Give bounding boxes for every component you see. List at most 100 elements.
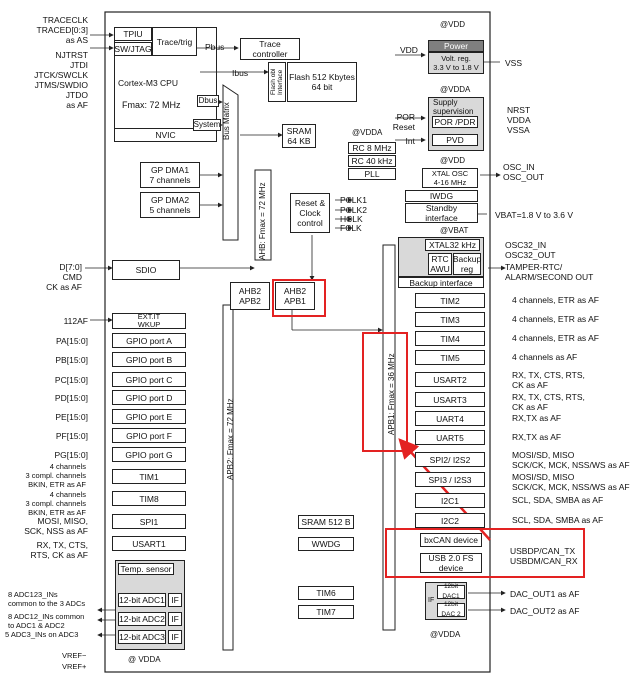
tim7-block: TIM7 bbox=[298, 605, 354, 619]
tim6-block: TIM6 bbox=[298, 586, 354, 600]
gpdma2-block: GP DMA2 5 channels bbox=[140, 192, 200, 218]
int-label: Int bbox=[405, 136, 415, 146]
af112-signal: 112AF bbox=[63, 316, 88, 326]
bus-matrix-label: Bus Matrix bbox=[222, 102, 231, 140]
fclk-label: FCLK bbox=[340, 223, 362, 233]
pb-signal: PB[15:0] bbox=[55, 355, 88, 365]
gpio-d-block: GPIO port D bbox=[112, 390, 186, 405]
tim2-block: TIM2 bbox=[415, 293, 485, 308]
pclk2-label: PCLK2 bbox=[340, 205, 367, 215]
nrst-pins: NRST VDDA VSSA bbox=[507, 105, 531, 135]
pg-signal: PG[15:0] bbox=[54, 450, 88, 460]
backup-interface-block: Backup interface bbox=[398, 277, 484, 288]
rtc-block: RTC AWU bbox=[428, 253, 452, 275]
flash-interface-block: Flash obl Interface bbox=[268, 62, 286, 102]
pbus-label: Pbus bbox=[205, 42, 225, 52]
exti-block: EXT.IT WKUP bbox=[112, 313, 186, 329]
nvic-block: NVIC bbox=[114, 128, 217, 142]
power-block: Power bbox=[428, 40, 484, 52]
ahb-bus bbox=[254, 169, 272, 261]
gpio-g-block: GPIO port G bbox=[112, 447, 186, 462]
adc1-block: 12-bit ADC1 bbox=[118, 593, 166, 607]
spi2-signals: MOSI/SD, MISO SCK/CK, MCK, NSS/WS as AF bbox=[512, 450, 630, 470]
highlight-usb-can bbox=[385, 528, 585, 578]
flash-block: Flash 512 Kbytes 64 bit bbox=[287, 62, 357, 102]
gpio-e-block: GPIO port E bbox=[112, 409, 186, 424]
backup-reg-block: Backup reg bbox=[452, 253, 482, 275]
usart2-block: USART2 bbox=[415, 372, 485, 387]
rc-vdda-label: @VDDA bbox=[352, 128, 383, 137]
tim1-signals: 4 channels 3 compl. channels BKIN, ETR a… bbox=[25, 462, 86, 489]
usart1-signals: RX, TX, CTS, RTS, CK as AF bbox=[30, 540, 88, 560]
tim1-block: TIM1 bbox=[112, 469, 186, 484]
tim5-block: TIM5 bbox=[415, 350, 485, 365]
rc40-block: RC 40 kHz bbox=[348, 155, 396, 167]
chip-outline bbox=[104, 11, 491, 673]
adc1-if: IF bbox=[168, 593, 182, 607]
sdio-block: SDIO bbox=[112, 260, 180, 280]
adc1-signals: 8 ADC123_INs common to the 3 ADCs bbox=[8, 590, 86, 608]
trace-signals: TRACECLK TRACED[0:3] as AS bbox=[36, 15, 89, 45]
gpio-b-block: GPIO port B bbox=[112, 352, 186, 367]
highlight-apb1-bus bbox=[362, 332, 408, 452]
adc3-signals: 5 ADC3_INs on ADC3 bbox=[5, 630, 79, 639]
adc2-block: 12-bit ADC2 bbox=[118, 612, 166, 626]
trace-controller-block: Trace controller bbox=[240, 38, 300, 60]
spi2-block: SPI2/ I2S2 bbox=[415, 452, 485, 467]
dac-if-label: IF bbox=[428, 597, 435, 604]
usart3-block: USART3 bbox=[415, 392, 485, 407]
spi1-block: SPI1 bbox=[112, 514, 186, 529]
system-label: System bbox=[193, 119, 221, 131]
sdio-signals: D[7:0] CMD CK as AF bbox=[46, 262, 82, 292]
cpu-fmax: Fmax: 72 MHz bbox=[122, 100, 181, 110]
cpu-label: Cortex-M3 CPU bbox=[118, 78, 178, 88]
adc2-if: IF bbox=[168, 612, 182, 626]
adc2-signals: 8 ADC12_INs common to ADC1 & ADC2 bbox=[8, 612, 85, 630]
pll-block: PLL bbox=[348, 168, 396, 180]
apb2-label: APB2: Fmax = 72 MHz bbox=[226, 398, 235, 480]
gpio-a-block: GPIO port A bbox=[112, 333, 186, 348]
gpdma1-block: GP DMA1 7 channels bbox=[140, 162, 200, 188]
osc32-pins: OSC32_IN OSC32_OUT bbox=[505, 240, 556, 260]
i2c1-signals: SCL, SDA, SMBA as AF bbox=[512, 495, 604, 505]
rc8-block: RC 8 MHz bbox=[348, 142, 396, 154]
pc-signal: PC[15:0] bbox=[54, 375, 88, 385]
volt-reg-block: Volt. reg. 3.3 V to 1.8 V bbox=[428, 52, 484, 74]
ahb2apb1-bridge: AHB2 APB1 bbox=[275, 282, 315, 310]
highlight-ahb2apb1 bbox=[272, 279, 326, 317]
standby-block: Standby interface bbox=[405, 203, 478, 223]
tim4-signals: 4 channels, ETR as AF bbox=[512, 333, 599, 343]
vref-signals: VREF− VREF+ bbox=[62, 651, 87, 671]
xtal32-block: XTAL32 kHz bbox=[425, 239, 480, 251]
tim8-block: TIM8 bbox=[112, 491, 186, 506]
adc3-block: 12-bit ADC3 bbox=[118, 630, 166, 644]
pa-signal: PA[15:0] bbox=[56, 336, 88, 346]
usart2-signals: RX, TX, CTS, RTS, CK as AF bbox=[512, 370, 585, 390]
spi1-signals: MOSI, MISO, SCK, NSS as AF bbox=[24, 516, 88, 536]
bus-matrix-shape bbox=[222, 84, 239, 241]
sram512-block: SRAM 512 B bbox=[298, 515, 354, 529]
ahb2apb2-bridge: AHB2 APB2 bbox=[230, 282, 270, 310]
i2c1-block: I2C1 bbox=[415, 493, 485, 508]
usb-signals: USBDP/CAN_TX USBDM/CAN_RX bbox=[510, 546, 578, 566]
uart4-block: UART4 bbox=[415, 411, 485, 426]
supply-label: Supply supervision bbox=[433, 98, 474, 116]
vdda-dac-label: @VDDA bbox=[430, 630, 461, 639]
dac1-block: 12bit DAC1 bbox=[437, 583, 465, 600]
ahb-label: AHB: Fmax = 72 MHz bbox=[258, 182, 267, 260]
gpio-c-block: GPIO port C bbox=[112, 372, 186, 387]
swjtag-block: SW/JTAG bbox=[114, 42, 152, 56]
por-reset-label: POR Reset bbox=[392, 112, 415, 132]
pclk1-label: PCLK1 bbox=[340, 195, 367, 205]
pf-signal: PF[15:0] bbox=[55, 431, 88, 441]
vdd-top-label: @VDD bbox=[440, 20, 466, 29]
vss-pin: VSS bbox=[505, 58, 523, 68]
vdda-supply-label: @VDDA bbox=[440, 85, 471, 94]
tim4-block: TIM4 bbox=[415, 331, 485, 346]
dac1-signals: DAC_OUT1 as AF bbox=[510, 589, 580, 599]
osc-pins: OSC_IN OSC_OUT bbox=[503, 162, 545, 182]
usb-block: USB 2.0 FS device bbox=[420, 553, 482, 573]
xtal-osc-block: XTAL OSC 4-16 MHz bbox=[422, 168, 478, 188]
wwdg-block: WWDG bbox=[298, 537, 354, 551]
spi3-block: SPI3 / I2S3 bbox=[415, 472, 485, 487]
